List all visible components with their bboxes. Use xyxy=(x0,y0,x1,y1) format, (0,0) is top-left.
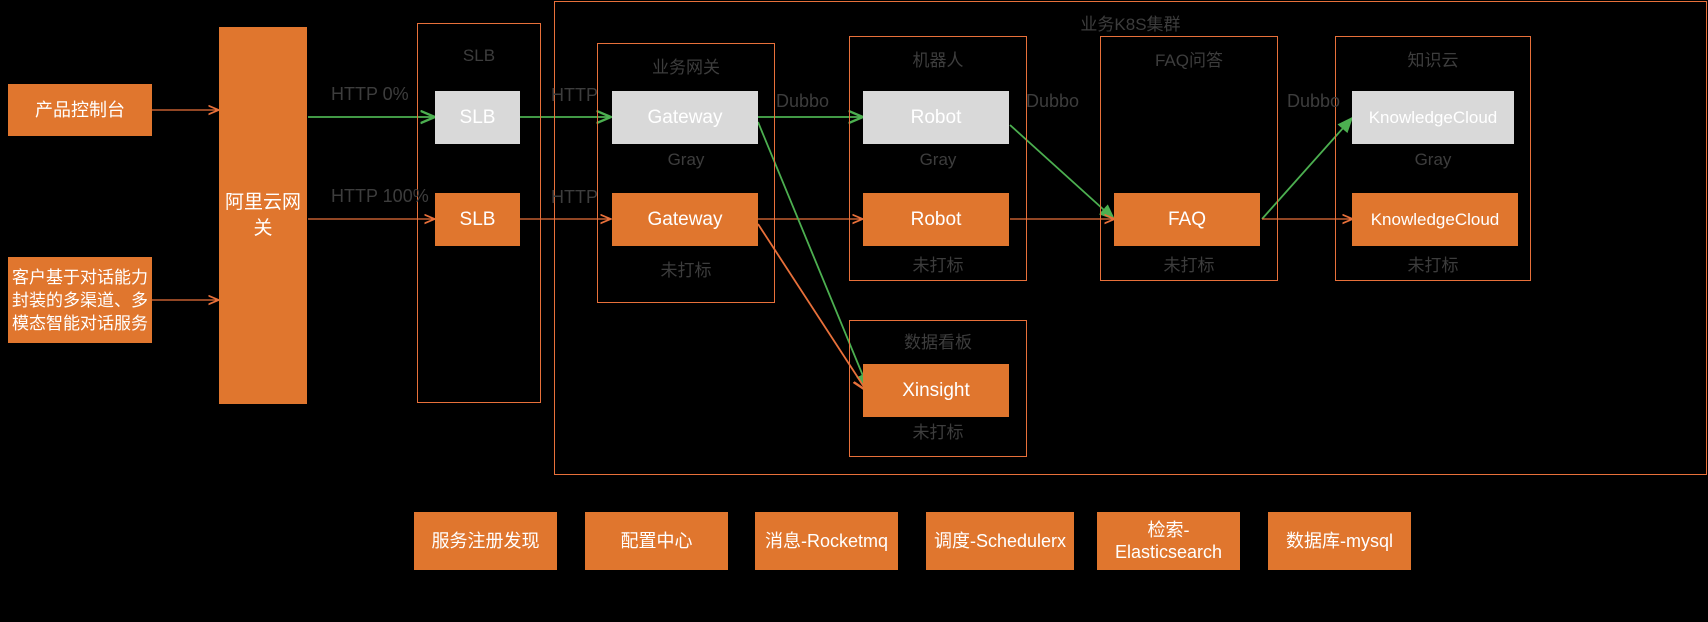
node-robot-gray[interactable]: Robot xyxy=(863,91,1009,144)
group-faq-title: FAQ问答 xyxy=(1154,51,1223,70)
node-product-console[interactable]: 产品控制台 xyxy=(8,84,152,136)
node-aliyun-gateway[interactable]: 阿里云网 关 xyxy=(219,27,307,404)
group-robot-untagged-label: 未打标 xyxy=(912,256,964,275)
node-slb-gray-label: SLB xyxy=(459,106,496,128)
node-knowledgecloud-orange-label: KnowledgeCloud xyxy=(1370,209,1500,229)
node-gateway-orange-label: Gateway xyxy=(647,208,723,230)
edge-label-http-100: HTTP 100% xyxy=(331,186,429,206)
group-gateway-untagged-label: 未打标 xyxy=(660,261,712,280)
node-knowledgecloud-gray-label: KnowledgeCloud xyxy=(1368,107,1498,127)
group-faq-untagged-label: 未打标 xyxy=(1163,256,1215,275)
node-gateway-orange[interactable]: Gateway xyxy=(612,193,758,246)
group-xinsight-untagged-label: 未打标 xyxy=(912,423,964,442)
node-slb-orange-label: SLB xyxy=(459,208,496,230)
node-faq[interactable]: FAQ xyxy=(1114,193,1260,246)
group-gateway-title: 业务网关 xyxy=(652,58,720,77)
group-gateway-gray-label: Gray xyxy=(667,150,705,169)
node-slb-gray[interactable]: SLB xyxy=(435,91,520,144)
infra-config-center[interactable]: 配置中心 xyxy=(585,512,728,570)
node-robot-gray-label: Robot xyxy=(910,106,962,128)
infra-database-mysql-label: 数据库-mysql xyxy=(1286,531,1393,551)
node-aliyun-gateway-label: 阿里云网 关 xyxy=(224,191,301,239)
node-customer-service[interactable]: 客户基于对话能力 封装的多渠道、多 模态智能对话服务 xyxy=(8,257,152,343)
group-xinsight-title: 数据看板 xyxy=(904,333,972,352)
node-robot-orange[interactable]: Robot xyxy=(863,193,1009,246)
node-slb-orange[interactable]: SLB xyxy=(435,193,520,246)
infra-message-rocketmq-label: 消息-Rocketmq xyxy=(764,531,889,551)
node-faq-label: FAQ xyxy=(1167,208,1206,230)
group-knowledgecloud-gray-label: Gray xyxy=(1414,150,1452,169)
infra-scheduler-schedulerx[interactable]: 调度-Schedulerx xyxy=(926,512,1074,570)
node-xinsight-label: Xinsight xyxy=(902,379,970,401)
group-knowledgecloud-untagged-label: 未打标 xyxy=(1407,256,1459,275)
group-robot-title: 机器人 xyxy=(912,51,964,70)
node-xinsight[interactable]: Xinsight xyxy=(863,364,1009,417)
group-robot-gray-label: Gray xyxy=(919,150,957,169)
group-slb-title: SLB xyxy=(462,46,496,65)
node-customer-service-label: 客户基于对话能力 封装的多渠道、多 模态智能对话服务 xyxy=(12,267,148,333)
infra-config-center-label: 配置中心 xyxy=(620,531,693,551)
infra-database-mysql[interactable]: 数据库-mysql xyxy=(1268,512,1411,570)
node-gateway-gray-label: Gateway xyxy=(647,106,723,128)
node-product-console-label: 产品控制台 xyxy=(35,100,125,120)
group-k8s-cluster-title: 业务K8S集群 xyxy=(1080,15,1181,34)
node-gateway-gray[interactable]: Gateway xyxy=(612,91,758,144)
infra-service-registry[interactable]: 服务注册发现 xyxy=(414,512,557,570)
group-gateway: 业务网关 Gray 未打标 xyxy=(597,43,775,303)
infra-search-elasticsearch-label: 检索- Elasticsearch xyxy=(1114,520,1223,562)
group-knowledgecloud-title: 知识云 xyxy=(1407,51,1459,70)
node-robot-orange-label: Robot xyxy=(910,208,962,230)
infra-message-rocketmq[interactable]: 消息-Rocketmq xyxy=(755,512,898,570)
infra-scheduler-schedulerx-label: 调度-Schedulerx xyxy=(933,531,1067,551)
node-knowledgecloud-orange[interactable]: KnowledgeCloud xyxy=(1352,193,1518,246)
infra-search-elasticsearch[interactable]: 检索- Elasticsearch xyxy=(1097,512,1240,570)
node-knowledgecloud-gray[interactable]: KnowledgeCloud xyxy=(1352,91,1514,144)
infra-service-registry-label: 服务注册发现 xyxy=(431,531,540,551)
edge-label-http-0: HTTP 0% xyxy=(331,84,409,104)
